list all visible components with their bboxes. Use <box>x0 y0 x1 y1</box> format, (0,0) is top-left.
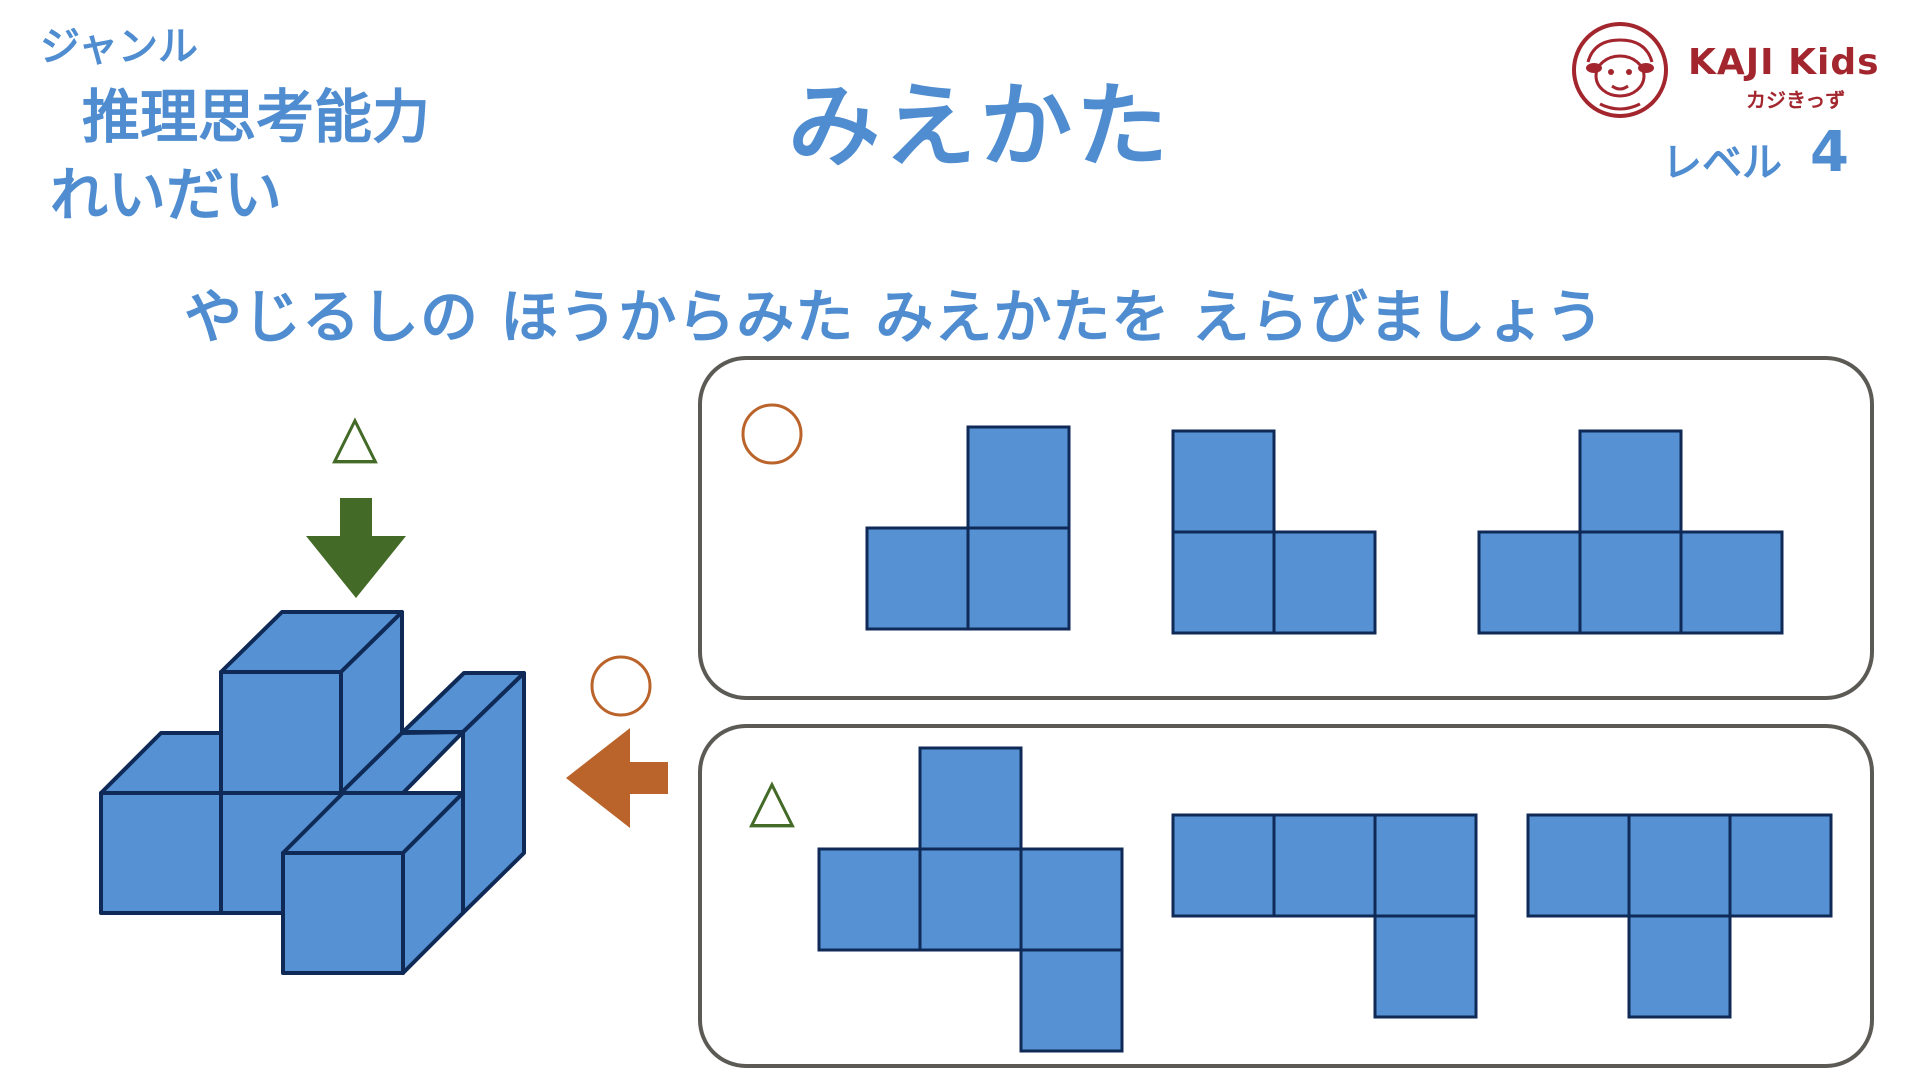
sheep-icon <box>1572 22 1668 118</box>
level-label: レベル <box>1662 140 1782 186</box>
brand-name: KAJI Kids <box>1688 42 1880 83</box>
circle-marker-side <box>590 655 652 717</box>
triangle-marker-top: △ <box>332 401 378 471</box>
answer-option-5[interactable] <box>1171 813 1478 1019</box>
answer-option-6[interactable] <box>1526 813 1833 1019</box>
answer-group-triangle <box>698 724 1874 1068</box>
exercise-label: れいだい <box>50 161 283 229</box>
down-arrow-icon <box>306 498 406 598</box>
page-title: みえかた <box>788 73 1173 180</box>
answer-group-circle <box>698 356 1874 700</box>
answer-option-3[interactable] <box>1477 429 1784 635</box>
triangle-marker-panel: △ <box>749 765 795 835</box>
genre-name: 推理思考能力 <box>82 83 431 151</box>
answer-option-4[interactable] <box>817 746 1124 1053</box>
level-number: 4 <box>1810 120 1849 185</box>
left-arrow-icon <box>566 728 668 828</box>
instruction-text: やじるしの ほうからみた みえかたを えらびましょう <box>184 283 1605 351</box>
cube-model <box>99 610 526 975</box>
genre-label: ジャンル <box>40 24 198 70</box>
circle-marker-panel <box>741 403 803 465</box>
brand-subtitle: カジきっず <box>1746 88 1846 112</box>
answer-option-1[interactable] <box>865 425 1071 631</box>
answer-option-2[interactable] <box>1171 429 1377 635</box>
